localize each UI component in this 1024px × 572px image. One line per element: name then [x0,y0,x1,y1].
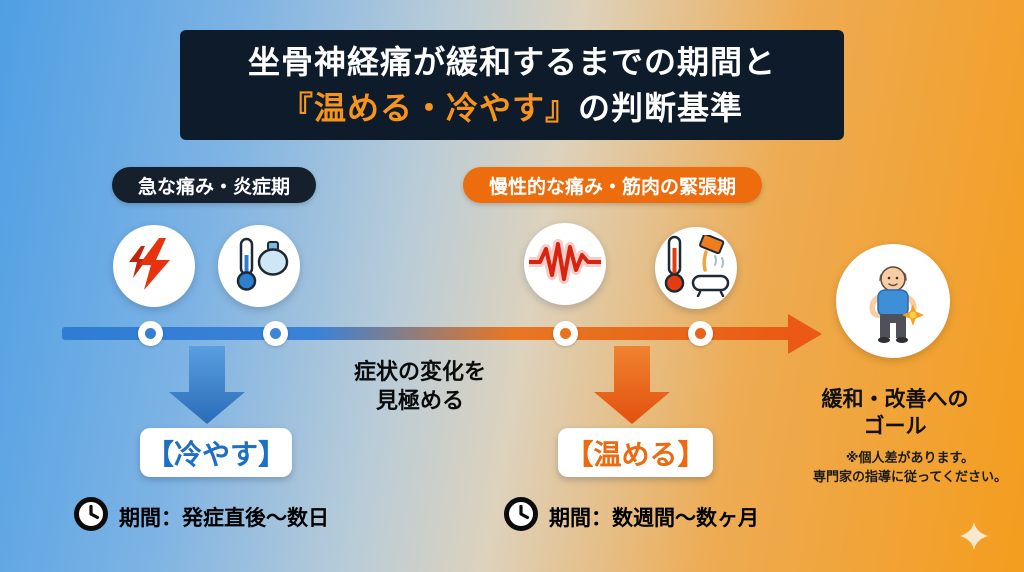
warm-therapy-icon-circle [655,227,737,309]
person-goal-icon [847,253,939,350]
timeline-arrowhead-icon [788,314,822,354]
timeline-node-3 [553,321,578,346]
title-banner: 坐骨神経痛が緩和するまでの期間と 『温める・冷やす』の判断基準 [180,30,844,140]
title-line-1: 坐骨神経痛が緩和するまでの期間と [247,44,776,80]
cool-period-row: 期間：発症直後〜数日 [73,496,329,538]
phase-label-acute: 急な痛み・炎症期 [112,167,317,203]
title-line-2: 『温める・冷やす』の判断基準 [281,88,743,128]
chronic-pain-icon-circle [524,223,606,305]
acute-pain-icon-circle [113,225,195,307]
goal-disclaimer: ※個人差があります。 専門家の指導に従ってください。 [798,448,1022,486]
warm-action-label: 【温める】 [558,428,713,477]
warm-period-text: 期間：数週間〜数ヶ月 [549,507,759,530]
cool-therapy-icon-circle [218,225,300,307]
thermometer-ice-icon [227,235,291,298]
timeline-node-2 [263,321,288,346]
pain-wave-icon [524,238,606,290]
goal-disclaimer-line-1: ※個人差があります。 [845,450,975,465]
goal-icon-circle [836,244,950,358]
cool-action-label: 【冷やす】 [140,428,292,477]
middle-note: 症状の変化を 見極める [325,357,515,415]
timeline-node-4 [688,321,713,346]
goal-disclaimer-line-2: 専門家の指導に従ってください。 [813,469,1007,484]
clock-icon [73,496,109,538]
middle-note-line-2: 見極める [375,388,464,413]
title-rest: の判断基準 [578,90,744,126]
goal-label-line-1: 緩和・改善への [821,388,969,411]
phase-label-chronic: 慢性的な痛み・筋肉の緊張期 [463,167,763,203]
middle-note-line-1: 症状の変化を [353,359,486,384]
warm-period-row: 期間：数週間〜数ヶ月 [503,496,759,538]
timeline-node-1 [138,321,163,346]
title-highlight: 『温める・冷やす』 [280,90,578,126]
thermometer-bath-icon [659,232,733,302]
goal-label: 緩和・改善への ゴール [805,386,985,440]
clock-icon [503,496,539,538]
cool-period-text: 期間：発症直後〜数日 [119,507,329,530]
timeline-bar [62,327,790,340]
lightning-pain-icon [126,236,182,297]
sparkle-icon [959,521,989,556]
down-arrow-warm-icon [592,346,672,429]
down-arrow-cool-icon [167,346,247,429]
goal-label-line-2: ゴール [863,415,927,438]
